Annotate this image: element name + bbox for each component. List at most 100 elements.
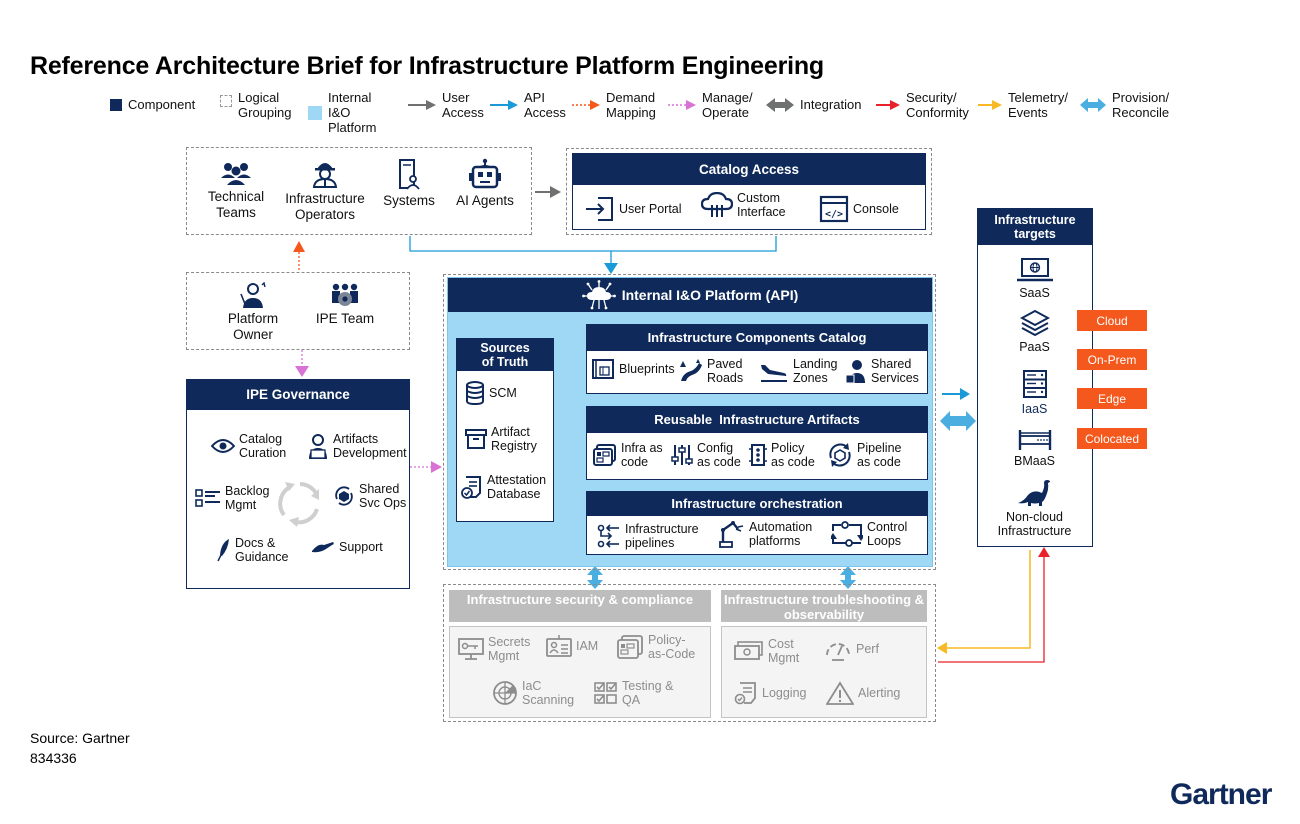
consumer-ai-agents[interactable]: AI Agents: [449, 158, 521, 209]
cycle-icon: [278, 482, 319, 527]
legend-telemetry: Telemetry/ Events: [978, 90, 1078, 120]
reusable-artifacts-panel: Reusable Infrastructure Artifacts Infra …: [586, 406, 928, 480]
api-targets-arrowhead: [960, 388, 970, 400]
obs-label: Logging: [762, 686, 807, 700]
orch-control-loops[interactable]: Control Loops: [831, 520, 911, 548]
sec-iac-scanning[interactable]: IaC Scanning: [492, 679, 574, 707]
catalog-shared-services[interactable]: Shared Services: [845, 357, 921, 385]
telemetry-arrowhead: [937, 642, 947, 654]
target-saas[interactable]: SaaS: [978, 257, 1091, 300]
artifact-infra-as-code[interactable]: Infra as code: [593, 441, 665, 469]
source-attestation-database[interactable]: Attestation Database: [461, 473, 549, 501]
sources-of-truth-title: Sources of Truth: [457, 339, 553, 371]
legend-demand-mapping: Demand Mapping: [572, 90, 662, 120]
catalog-item-label: Landing Zones: [793, 357, 838, 385]
owner-label: Platform Owner: [227, 311, 279, 342]
catalog-landing-zones[interactable]: Landing Zones: [759, 357, 838, 385]
sec-secrets-mgmt[interactable]: Secrets Mgmt: [458, 635, 534, 663]
targets-title: Infrastructure targets: [978, 209, 1092, 245]
artifact-pipeline-as-code[interactable]: Pipeline as code: [827, 441, 907, 469]
orchestration-panel: Infrastructure orchestration Infrastruct…: [586, 491, 928, 555]
legend-label: Manage/ Operate: [702, 90, 753, 120]
database-icon: [466, 381, 484, 405]
orch-label: Automation platforms: [749, 520, 813, 548]
orch-infrastructure-pipelines[interactable]: Infrastructure pipelines: [597, 522, 699, 550]
target-label: Non-cloud Infrastructure: [997, 510, 1072, 538]
target-label: SaaS: [1019, 286, 1050, 300]
observability-title: Infrastructure troubleshooting & observa…: [721, 590, 927, 622]
obs-alerting[interactable]: Alerting: [826, 681, 900, 705]
source-artifact-registry[interactable]: Artifact Registry: [465, 425, 541, 453]
catalog-paved-roads[interactable]: Paved Roads: [679, 357, 747, 385]
cloud-network-icon: [581, 280, 616, 310]
cloud-interface-icon: [701, 192, 733, 217]
api-access-line: [409, 236, 777, 252]
components-catalog-panel: Infrastructure Components Catalog Bluepr…: [586, 324, 928, 394]
target-non-cloud[interactable]: Non-cloud Infrastructure: [978, 479, 1091, 538]
platform-title: Internal I&O Platform (API): [621, 287, 799, 303]
target-label: IaaS: [1021, 402, 1048, 416]
legend-ioplatform: Internal I&O Platform: [308, 90, 388, 135]
catalog-item-label: Custom Interface: [737, 191, 786, 219]
artifact-config-as-code[interactable]: Config as code: [671, 441, 743, 469]
gov-shared-svc-ops[interactable]: Shared Svc Ops: [333, 482, 407, 510]
orch-automation-platforms[interactable]: Automation platforms: [717, 520, 815, 548]
gov-catalog-curation[interactable]: Catalog Curation: [211, 432, 293, 460]
catalog-console[interactable]: </> Console: [819, 195, 899, 223]
ipe-governance-title: IPE Governance: [187, 380, 409, 410]
owner-platform-owner[interactable]: Platform Owner: [213, 282, 293, 343]
ioplatform-swatch: [308, 105, 322, 120]
sources-of-truth-panel: Sources of Truth SCM Artifact Registry A…: [456, 338, 554, 522]
legend-label: Telemetry/ Events: [1008, 90, 1068, 120]
source-scm[interactable]: SCM: [465, 381, 517, 405]
consumer-technical-teams[interactable]: Technical Teams: [201, 160, 271, 221]
logical-swatch: [220, 95, 232, 107]
demand-mapping-arrowhead: [293, 241, 305, 252]
catalog-access-group: Catalog Access User Portal Custom Interf…: [566, 148, 932, 235]
sec-testing-qa[interactable]: Testing & QA: [594, 679, 678, 707]
target-label: BMaaS: [1014, 454, 1055, 468]
consumer-infrastructure-operators[interactable]: Infrastructure Operators: [279, 158, 371, 223]
owner-ipe-team[interactable]: IPE Team: [315, 282, 375, 327]
obs-logging[interactable]: Logging: [734, 681, 807, 705]
obs-label: Cost Mgmt: [768, 637, 800, 665]
gov-support[interactable]: Support: [311, 540, 383, 554]
catalog-blueprints[interactable]: Blueprints: [591, 357, 675, 381]
obs-perf[interactable]: Perf: [824, 637, 879, 661]
artifact-label: Policy as code: [771, 441, 815, 469]
target-paas[interactable]: PaaS: [978, 309, 1091, 354]
sec-policy-as-code[interactable]: Policy-as-Code: [616, 633, 702, 661]
reusable-artifacts-title: Reusable Infrastructure Artifacts: [587, 407, 927, 433]
eye-icon: [211, 439, 235, 453]
orch-label: Control Loops: [867, 520, 908, 548]
target-bmaas[interactable]: BMaaS: [978, 429, 1091, 468]
catalog-item-label: User Portal: [619, 202, 682, 216]
gov-backlog-mgmt[interactable]: Backlog Mgmt: [195, 484, 271, 512]
gov-item-label: Catalog Curation: [239, 432, 287, 460]
consumer-systems[interactable]: Systems: [379, 158, 439, 209]
artifact-policy-as-code[interactable]: Policy as code: [749, 441, 817, 469]
policy-chip-icon: [749, 444, 767, 466]
gov-artifacts-development[interactable]: Artifacts Development: [307, 432, 409, 460]
obs-cost-mgmt[interactable]: Cost Mgmt: [734, 637, 802, 665]
gov-docs-guidance[interactable]: Docs & Guidance: [217, 536, 291, 564]
laptop-globe-icon: [1016, 258, 1053, 282]
legend-component: Component: [110, 97, 195, 112]
catalog-access-panel: Catalog Access User Portal Custom Interf…: [572, 153, 926, 230]
location-tag-cloud: Cloud: [1077, 310, 1147, 331]
obs-label: Perf: [856, 642, 879, 656]
platform-panel: Internal I&O Platform (API) Sources of T…: [447, 277, 933, 567]
money-icon: [734, 641, 763, 660]
sec-iam[interactable]: IAM: [546, 635, 598, 657]
catalog-custom-interface[interactable]: Custom Interface: [701, 191, 801, 219]
page-title: Reference Architecture Brief for Infrast…: [30, 52, 824, 80]
target-iaas[interactable]: IaaS: [978, 369, 1091, 416]
layers-icon: [1019, 309, 1050, 337]
catalog-user-portal[interactable]: User Portal: [585, 196, 682, 222]
double-gray-arrow-icon: [766, 97, 794, 112]
owner-label: IPE Team: [315, 311, 375, 326]
certificate-icon: [461, 476, 481, 499]
legend-label: Provision/ Reconcile: [1112, 90, 1170, 120]
console-icon: </>: [819, 195, 849, 223]
